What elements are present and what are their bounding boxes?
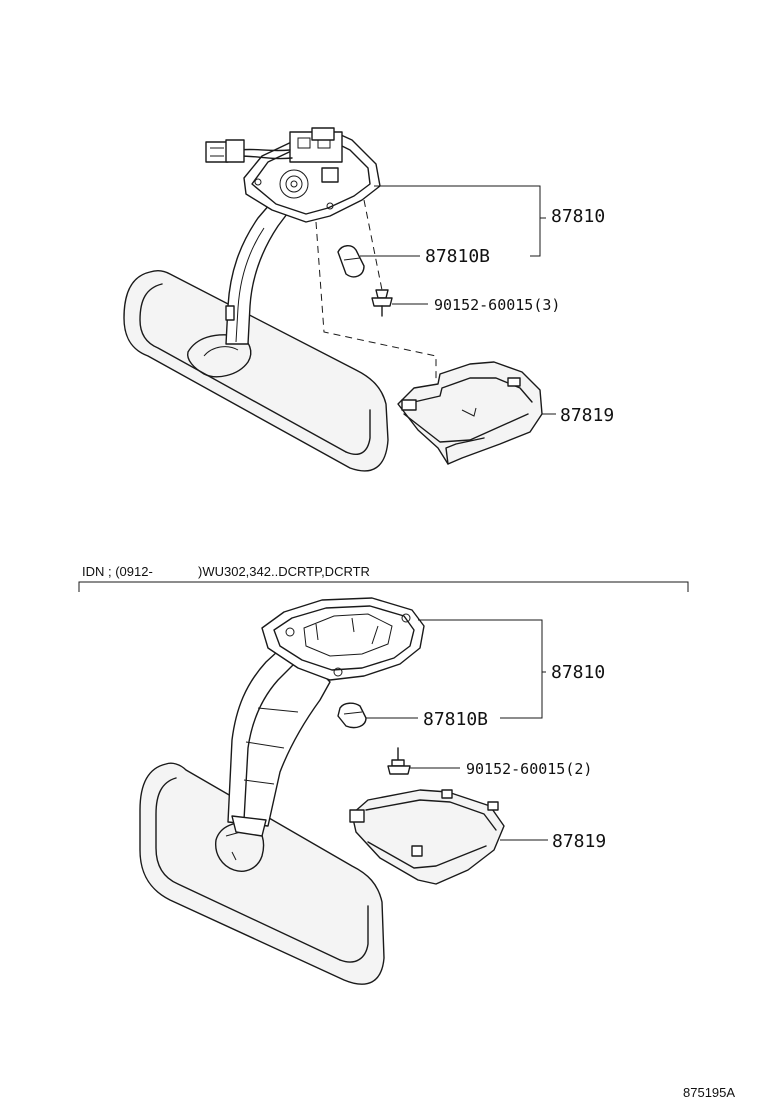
variant-note: IDN ; (0912- )WU302,342..DCRTP,DCRTR [78, 564, 689, 592]
upper-mirror-housing [123, 269, 389, 472]
lower-callout-mirror-assy: 87810 [551, 662, 605, 683]
lower-assembly: 87810 87810B 90152-60015(2) 87819 [139, 597, 606, 985]
upper-callout-cover: 87819 [560, 405, 614, 426]
lower-callout-screw: 90152-60015(2) [466, 760, 592, 778]
upper-screw [371, 289, 393, 317]
lower-mirror-housing [139, 762, 385, 985]
upper-callout-bulb: 87810B [425, 246, 490, 267]
lower-callout-cover: 87819 [552, 831, 606, 852]
upper-screw-guide [363, 199, 383, 291]
lower-bulb [337, 702, 367, 729]
variant-note-prefix: IDN ; (0912- [82, 564, 153, 579]
lower-mount-base [261, 597, 425, 681]
variant-note-models: )WU302,342..DCRTP,DCRTR [198, 564, 370, 579]
upper-cover [397, 361, 543, 465]
upper-assembly: 87810 87810B 90152-60015(3) 87819 [123, 127, 614, 472]
upper-bulb [337, 245, 365, 278]
upper-leader-mirror-assy [374, 185, 546, 257]
lower-leader-mirror-assy [418, 619, 546, 719]
upper-mount-base [205, 127, 381, 223]
lower-screw [387, 747, 411, 775]
lower-mirror-stay [227, 639, 331, 837]
lower-cover [349, 789, 505, 885]
upper-callout-screw: 90152-60015(3) [434, 296, 560, 314]
lower-callout-bulb: 87810B [423, 709, 488, 730]
upper-callout-mirror-assy: 87810 [551, 206, 605, 227]
illustration-code: 875195A [683, 1085, 735, 1100]
variant-bracket [78, 581, 689, 592]
